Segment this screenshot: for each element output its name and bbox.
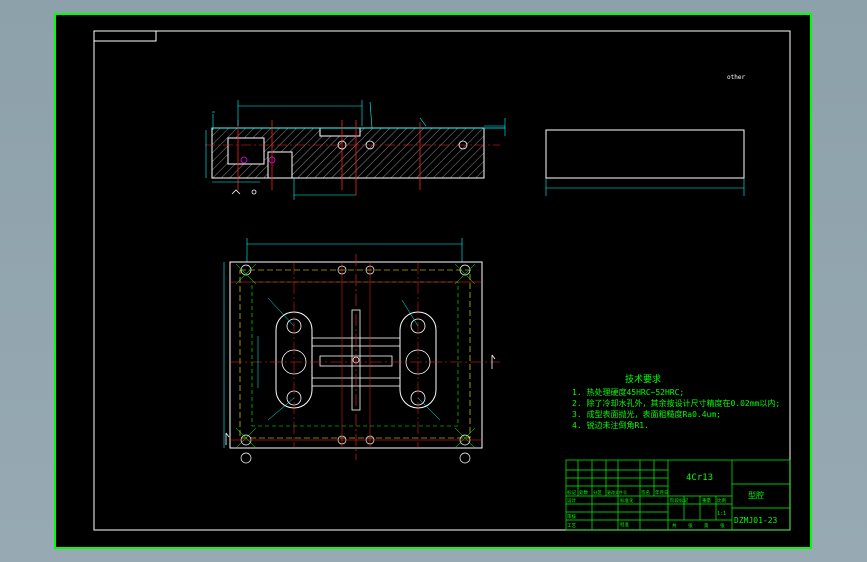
sheet-header: 第 (704, 522, 709, 529)
col-label: 标准化 (620, 497, 634, 504)
side-view (545, 129, 745, 196)
row-header: 签名 (641, 489, 650, 496)
tech-requirement-item: 2. 除了冷却水孔外，其余按设计尺寸精度在0.02mm以内; (572, 398, 780, 408)
scale-label: 1:1 (717, 511, 726, 517)
material-label: 4Cr13 (686, 473, 713, 483)
drawing-border (93, 30, 791, 531)
sheet-header: 张 (720, 522, 725, 529)
row-label: 工艺 (567, 523, 576, 529)
tech-requirement-item: 3. 成型表面抛光，表面粗糙度Ra0.4um; (572, 409, 721, 419)
stage-header: 阶段标记 (670, 497, 688, 504)
sheet-header: 共 (672, 522, 677, 529)
row-header: 分区 (593, 489, 602, 496)
drawing-number-label: DZMJ01-23 (734, 516, 778, 525)
row-label: 标记 (567, 489, 576, 496)
tech-requirements: 技术要求 1. 热处理硬度45HRC~52HRC; 2. 除了冷却水孔外，其余按… (572, 373, 780, 430)
plan-view (223, 238, 500, 464)
col-label: 批准 (620, 521, 629, 528)
roughness-mark: other (727, 74, 745, 81)
stage-header: 比例 (717, 497, 726, 504)
title-block-text: 4Cr13 型腔 DZMJ01-23 1:1 标记 设计 审核 工艺 处数 分区… (567, 473, 778, 529)
row-header: 处数 (579, 489, 588, 496)
outer-frame (54, 13, 812, 549)
tech-requirement-item: 4. 锐边未注倒角R1. (572, 420, 649, 430)
row-label: 设计 (567, 497, 576, 504)
stage-header: 重量 (702, 497, 711, 504)
row-header: 年月日 (655, 489, 669, 496)
row-header: 更改文件号 (607, 489, 627, 495)
part-name-label: 型腔 (748, 490, 764, 500)
section-view (205, 100, 506, 200)
row-label: 审核 (567, 513, 576, 520)
code-box (93, 30, 157, 42)
tech-requirements-title: 技术要求 (625, 373, 661, 385)
sheet-header: 张 (688, 522, 693, 529)
title-block (565, 459, 791, 531)
tech-requirement-item: 1. 热处理硬度45HRC~52HRC; (572, 387, 684, 397)
